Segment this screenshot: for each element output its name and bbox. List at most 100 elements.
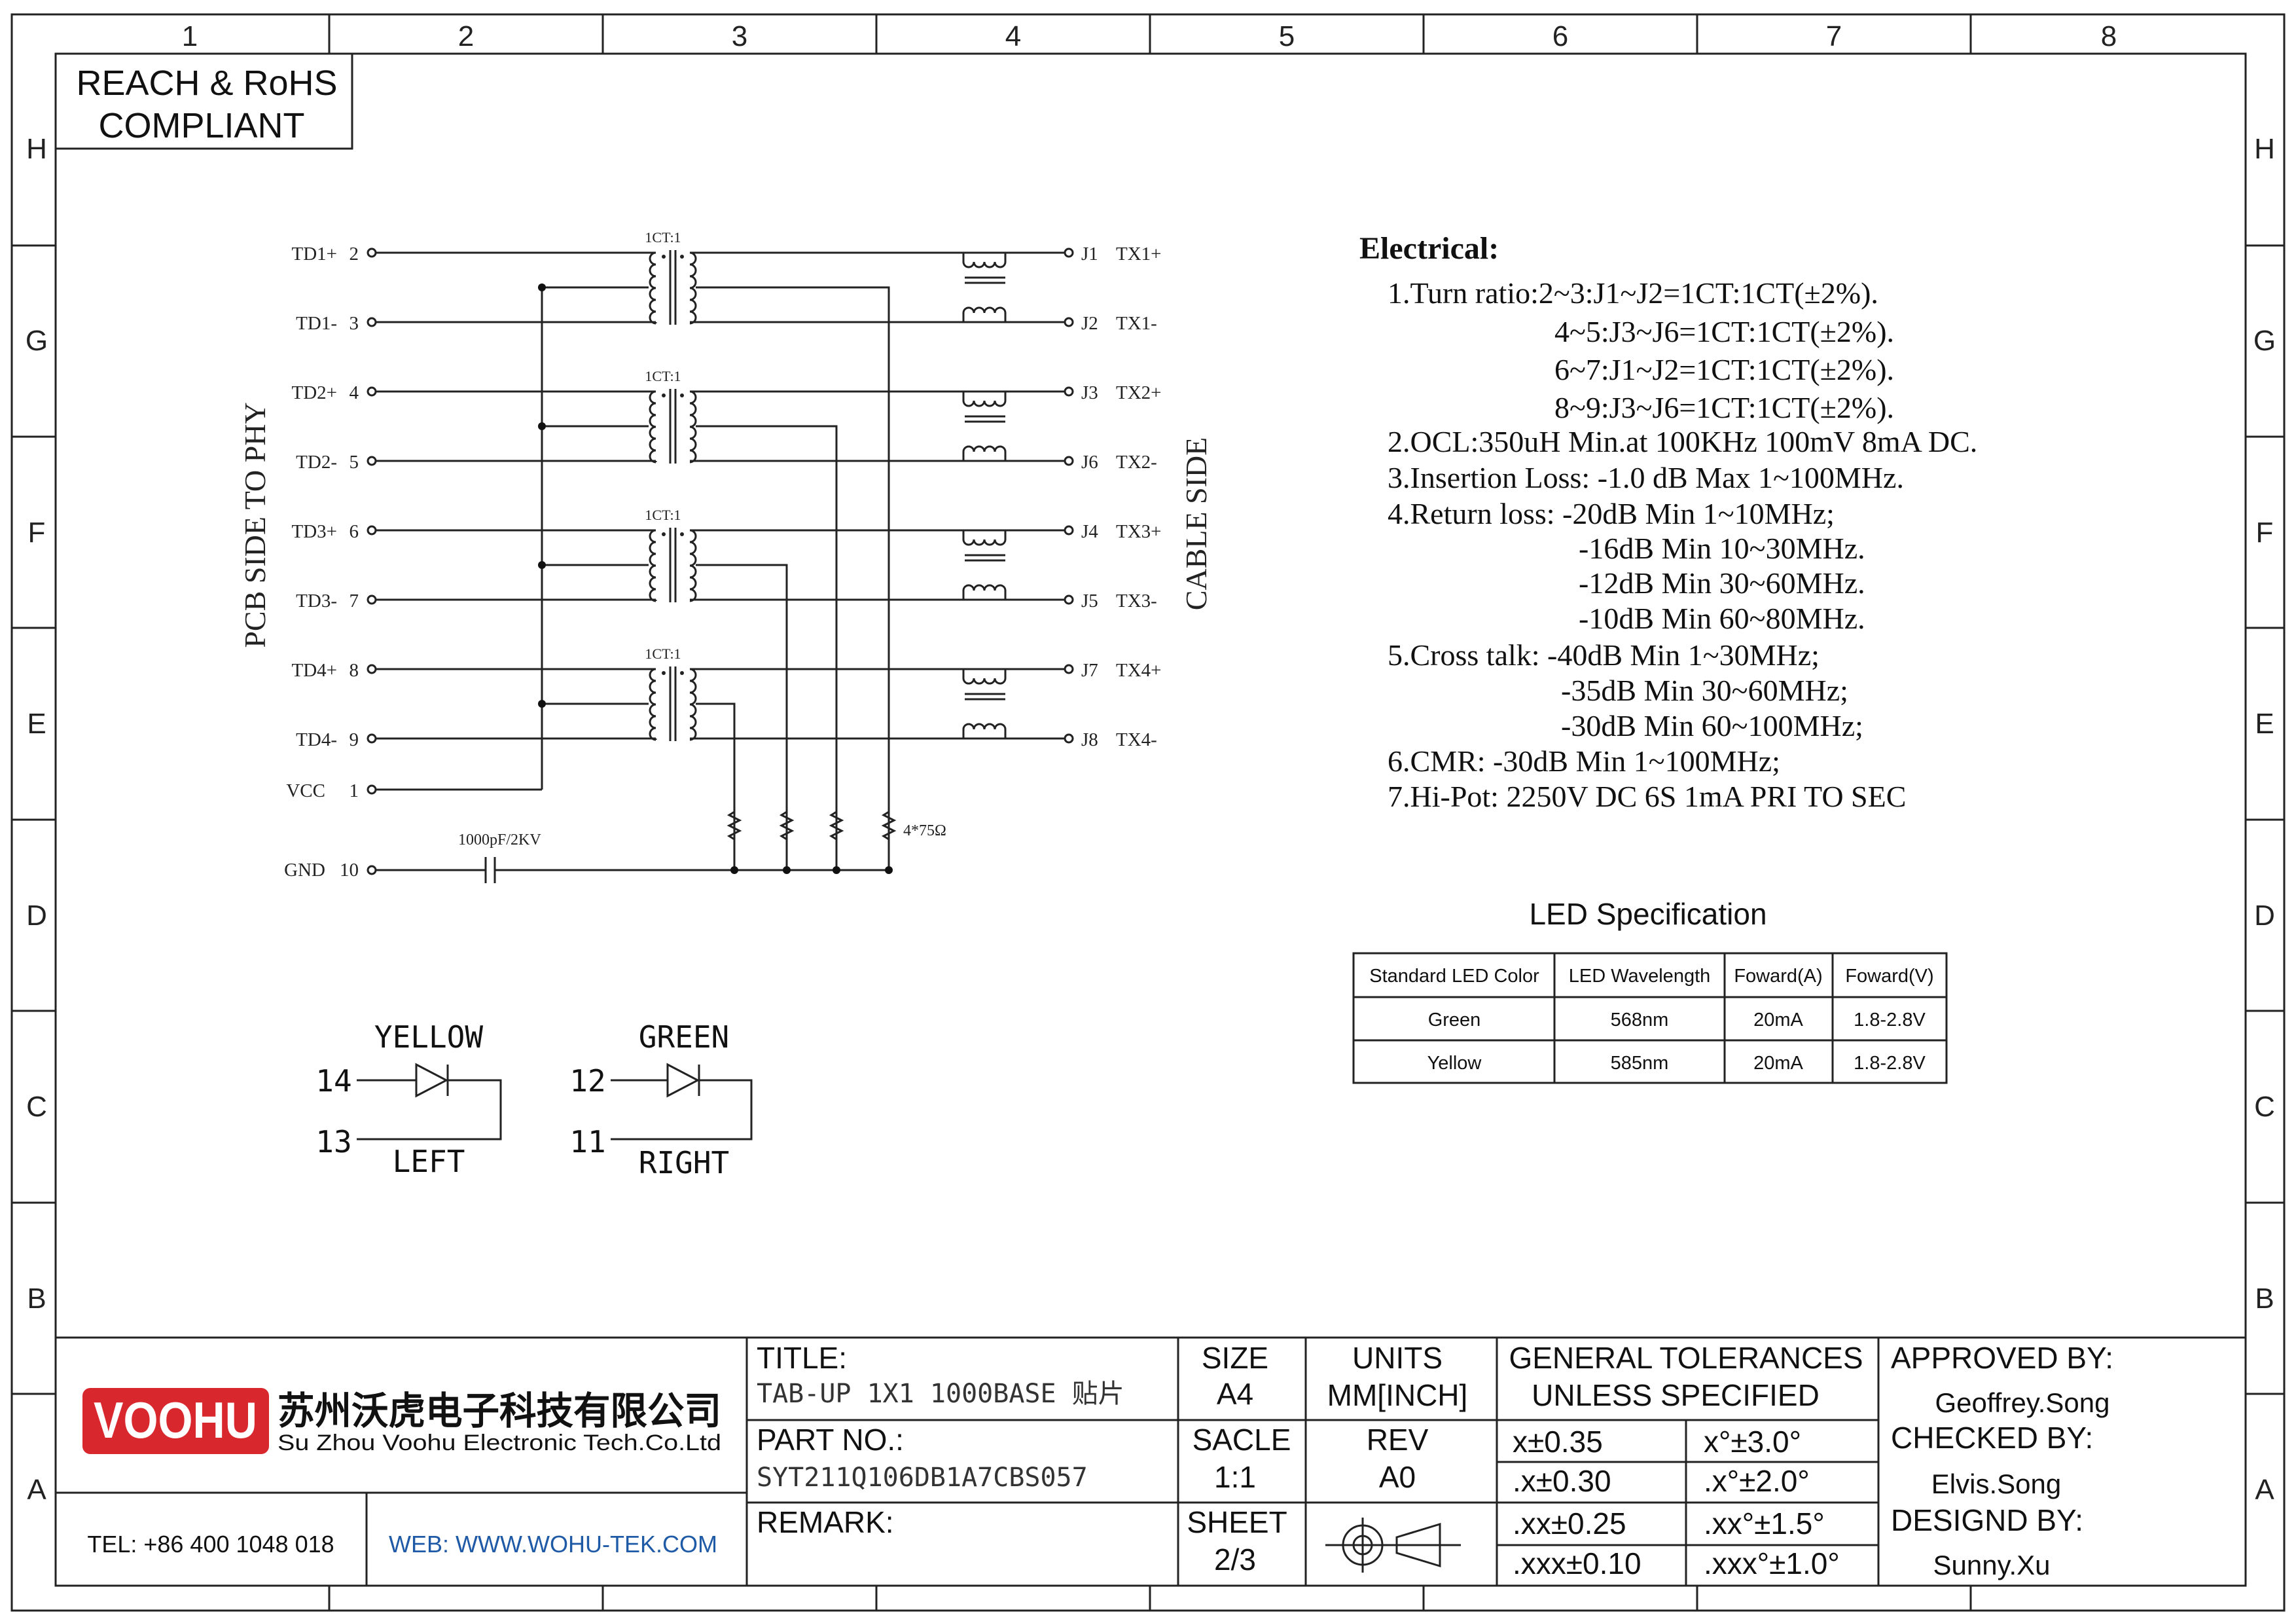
part-no-value: SYT211Q106DB1A7CBS057 (757, 1463, 1088, 1493)
pin-td1n-num: 3 (350, 313, 359, 334)
company-name-cn: 苏州沃虎电子科技有限公司 (278, 1390, 721, 1432)
size-label: SIZE (1202, 1341, 1268, 1375)
led-spec-table (1352, 952, 1948, 1084)
terminal-2 (367, 247, 377, 258)
row-label: F (2256, 517, 2274, 549)
led-table-cell: Yellow (1427, 1053, 1482, 1074)
terminal-9 (367, 733, 377, 744)
company-name-en: Su Zhou Voohu Electronic Tech.Co.Ltd (278, 1431, 721, 1455)
pin-td2n-name: TD2- (296, 452, 337, 473)
ratio-label-2: 1CT:1 (645, 368, 681, 384)
spec-line: -12dB Min 30~60MHz. (1579, 566, 1865, 600)
terminal-1 (367, 784, 377, 795)
terminal-7 (367, 594, 377, 605)
led-right-pin-a: 12 (569, 1063, 605, 1099)
terminal-6 (367, 525, 377, 536)
spec-line: 5.Cross talk: -40dB Min 1~30MHz; (1388, 638, 1820, 672)
terminal-j1 (1064, 247, 1074, 258)
col-label: 4 (1005, 20, 1021, 52)
pin-td3p-num: 6 (350, 521, 359, 542)
pin-gnd-name: GND (284, 860, 325, 881)
pin-j1: J1 (1081, 244, 1098, 264)
led-spec-title: LED Specification (1529, 897, 1767, 931)
pin-tx3p: TX3+ (1116, 521, 1162, 542)
row-label: C (2254, 1091, 2275, 1123)
led-left-pin-a: 14 (315, 1063, 351, 1099)
led-left: YELLOW 14 13 LEFT (315, 1019, 502, 1179)
capacitor-label: 1000pF/2KV (458, 831, 541, 848)
col-label: 2 (458, 20, 474, 52)
pin-td1p-num: 2 (350, 244, 359, 264)
spec-line: 4.Return loss: -20dB Min 1~10MHz; (1388, 497, 1835, 530)
title-label: TITLE: (757, 1341, 847, 1375)
pin-td2p-name: TD2+ (291, 382, 337, 403)
compliance-box (54, 52, 353, 150)
approved-value: Geoffrey.Song (1935, 1387, 2110, 1418)
scale-value: 1:1 (1214, 1460, 1256, 1494)
led-table-cell: Green (1428, 1010, 1481, 1030)
voohu-logo: VOOHU (82, 1388, 269, 1454)
terminal-j3 (1064, 386, 1074, 397)
sheet-value: 2/3 (1214, 1542, 1256, 1577)
pin-td4p-name: TD4+ (291, 660, 337, 681)
tolerance-angular: .xx°±1.5° (1704, 1506, 1825, 1541)
ratio-label-3: 1CT:1 (645, 507, 681, 523)
terminal-3 (367, 317, 377, 327)
led-left-side: LEFT (393, 1144, 465, 1179)
rev-value: A0 (1379, 1460, 1416, 1494)
pin-tx4n: TX4- (1116, 729, 1157, 750)
pin-td3n-num: 7 (350, 591, 359, 611)
tolerance-angular: .xxx°±1.0° (1704, 1546, 1840, 1580)
terminal-5 (367, 456, 377, 466)
pin-td1p-name: TD1+ (291, 244, 337, 264)
spec-line: -16dB Min 10~30MHz. (1579, 532, 1865, 565)
terminal-j7 (1064, 664, 1074, 674)
spec-line: 8~9:J3~J6=1CT:1CT(±2%). (1554, 391, 1894, 424)
row-label: A (2255, 1474, 2274, 1506)
row-label: H (26, 133, 47, 165)
pin-vcc-name: VCC (286, 780, 325, 801)
spec-line: 2.OCL:350uH Min.at 100KHz 100mV 8mA DC. (1388, 425, 1977, 458)
row-label: C (26, 1091, 47, 1123)
tolerance-linear: .xx±0.25 (1513, 1506, 1626, 1541)
pin-td4p-num: 8 (350, 660, 359, 681)
spec-line: 1.Turn ratio:2~3:J1~J2=1CT:1CT(±2%). (1388, 276, 1878, 310)
pin-td2n-num: 5 (350, 452, 359, 473)
pin-tx4p: TX4+ (1116, 660, 1162, 681)
pin-j3: J3 (1081, 382, 1098, 403)
led-table-cell: 585nm (1611, 1053, 1669, 1074)
pin-tx1p: TX1+ (1116, 244, 1162, 264)
pcb-side-label: PCB SIDE TO PHY (238, 402, 272, 647)
pin-td4n-num: 9 (350, 729, 359, 750)
row-label: E (27, 708, 46, 740)
terminal-j5 (1064, 594, 1074, 605)
units-label: UNITS (1352, 1341, 1443, 1375)
row-label: G (2253, 325, 2276, 357)
pin-j2: J2 (1081, 313, 1098, 334)
spec-line: -10dB Min 60~80MHz. (1579, 602, 1865, 635)
spec-line: -35dB Min 30~60MHz; (1561, 674, 1848, 707)
tolerance-angular: .x°±2.0° (1704, 1464, 1810, 1498)
row-label: D (2254, 900, 2275, 932)
led-right-side: RIGHT (639, 1145, 729, 1180)
schematic: PCB SIDE TO PHY CABLE SIDE TD1+ 2 TD1- 3… (238, 229, 1213, 883)
electrical-spec: Electrical: 1.Turn ratio:2~3:J1~J2=1CT:1… (1359, 231, 1977, 813)
terminal-j2 (1064, 317, 1074, 327)
led-left-color: YELLOW (374, 1019, 483, 1055)
led-table-cell: 1.8-2.8V (1854, 1010, 1926, 1030)
part-no-label: PART NO.: (757, 1423, 904, 1457)
spec-line: 6.CMR: -30dB Min 1~100MHz; (1388, 744, 1780, 778)
terminal-4 (367, 386, 377, 397)
pin-j6: J6 (1081, 452, 1098, 473)
col-label: 3 (732, 20, 747, 52)
terminal-j8 (1064, 733, 1074, 744)
size-value: A4 (1217, 1377, 1253, 1411)
row-label: B (2255, 1283, 2274, 1315)
pin-gnd-num: 10 (340, 860, 359, 881)
pin-j5: J5 (1081, 591, 1098, 611)
checked-label: CHECKED BY: (1891, 1421, 2093, 1455)
pin-td3n-name: TD3- (296, 591, 337, 611)
pin-tx3n: TX3- (1116, 591, 1157, 611)
ratio-label-1: 1CT:1 (645, 229, 681, 246)
